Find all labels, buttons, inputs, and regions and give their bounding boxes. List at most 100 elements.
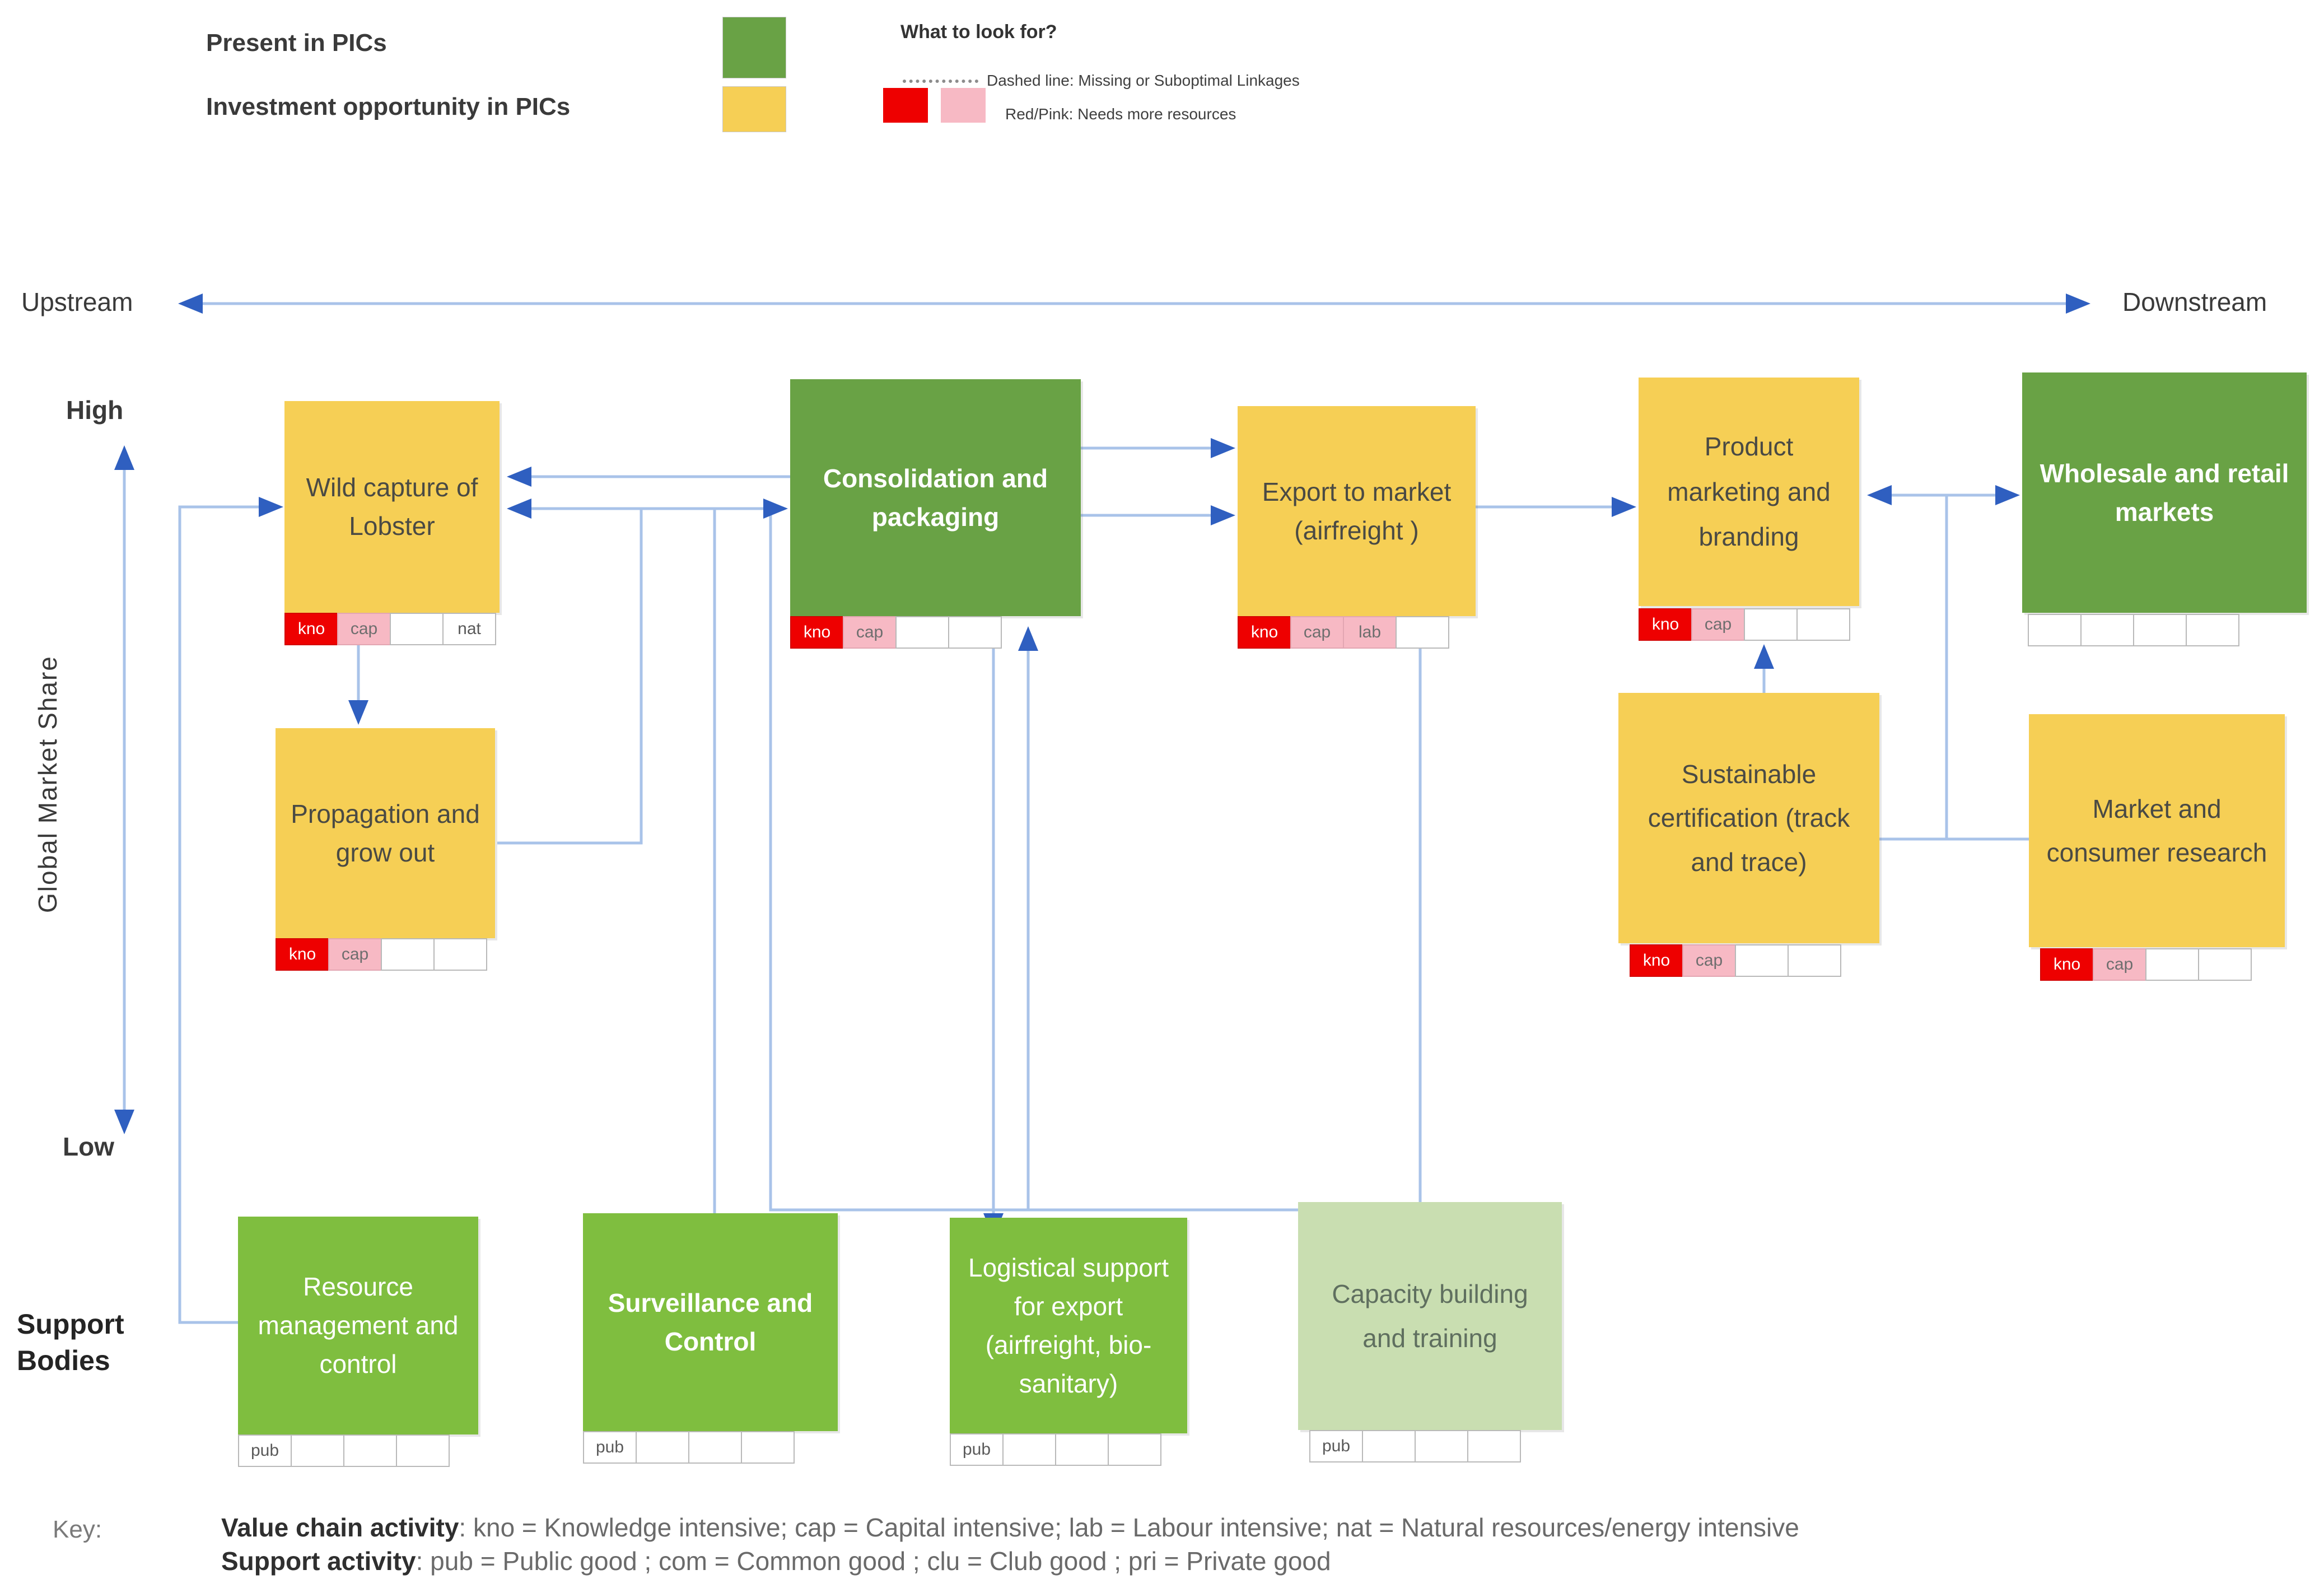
tagstrip-consolidation: kno cap [790, 616, 1002, 649]
legend-present-label: Present in PICs [206, 29, 387, 57]
low-label: Low [63, 1132, 114, 1161]
tagstrip-resource-mgmt: pub [238, 1434, 450, 1467]
node-capacity-building: Capacity building and training [1298, 1202, 1562, 1430]
tag-cell [688, 1431, 742, 1464]
key-support-line: Support activity: pub = Public good ; co… [221, 1546, 1331, 1576]
node-label: Capacity building and training [1332, 1279, 1528, 1353]
tag-cell [381, 938, 435, 971]
tag-cell: cap [337, 613, 391, 645]
present-swatch [722, 17, 786, 78]
tag-cell: pub [950, 1433, 1004, 1466]
tag-cell: cap [328, 938, 382, 971]
tag-cell: pub [1309, 1430, 1363, 1462]
global-market-share-label: Global Market Share [33, 655, 62, 913]
node-label: Wholesale and retail markets [2040, 458, 2289, 527]
tag-cell: kno [1639, 608, 1692, 641]
tag-cell: kno [2040, 948, 2094, 981]
tag-cell [1735, 944, 1789, 977]
tagstrip-capacity-building: pub [1309, 1430, 1521, 1462]
tagstrip-propagation: kno cap [276, 938, 487, 971]
key-support-bold: Support activity [221, 1547, 416, 1576]
node-wholesale: Wholesale and retail markets [2022, 372, 2307, 613]
tag-cell: cap [1691, 608, 1745, 641]
high-label: High [66, 395, 124, 425]
tag-cell [390, 613, 444, 645]
tag-cell [1108, 1433, 1161, 1466]
key-prefix: Key: [53, 1516, 102, 1543]
tag-cell: cap [1682, 944, 1736, 977]
node-consolidation: Consolidation and packaging [790, 379, 1081, 616]
key-value-chain-rest: : kno = Knowledge intensive; cap = Capit… [459, 1513, 1799, 1542]
tag-cell [895, 616, 949, 649]
dashed-line-label: Dashed line: Missing or Suboptimal Linka… [987, 72, 1300, 89]
tag-cell [433, 938, 487, 971]
tag-cell [741, 1431, 795, 1464]
what-to-look-for-title: What to look for? [900, 21, 1057, 43]
node-propagation: Propagation and grow out [276, 728, 495, 938]
tag-cell [1467, 1430, 1521, 1462]
tag-cell [2198, 948, 2252, 981]
tag-cell [2028, 614, 2082, 646]
tag-cell [1415, 1430, 1468, 1462]
tag-cell [1396, 616, 1449, 649]
node-label: Resource management and control [258, 1272, 459, 1378]
node-label: Export to market (airfreight ) [1262, 477, 1452, 545]
arrow-low-icon [114, 1110, 134, 1134]
node-resource-mgmt: Resource management and control [238, 1217, 478, 1434]
tag-cell [343, 1434, 397, 1467]
upstream-label: Upstream [21, 287, 133, 316]
node-label: Surveillance and Control [608, 1288, 813, 1356]
tag-cell: kno [1238, 616, 1291, 649]
tag-cell [1744, 608, 1798, 641]
legend-investment-label: Investment opportunity in PICs [206, 93, 571, 120]
key-value-chain-line: Value chain activity: kno = Knowledge in… [221, 1512, 1799, 1543]
tagstrip-sustainable-cert: kno cap [1630, 944, 1841, 977]
dashed-line-sample-icon [903, 80, 978, 83]
tag-cell [636, 1431, 689, 1464]
pink-swatch [941, 88, 986, 123]
tagstrip-logistical-support: pub [950, 1433, 1161, 1466]
tag-cell: cap [1290, 616, 1344, 649]
node-export: Export to market (airfreight ) [1238, 406, 1476, 616]
tag-cell: kno [790, 616, 844, 649]
tag-cell [2133, 614, 2187, 646]
tag-cell [2145, 948, 2199, 981]
tag-cell: cap [843, 616, 897, 649]
tag-cell: cap [2093, 948, 2146, 981]
tag-cell [2080, 614, 2134, 646]
downstream-label: Downstream [2122, 287, 2267, 316]
tag-cell: kno [276, 938, 329, 971]
tag-cell [291, 1434, 344, 1467]
tag-cell [1055, 1433, 1109, 1466]
tag-cell: pub [583, 1431, 637, 1464]
node-label: Logistical support for export (airfreigh… [968, 1252, 1169, 1398]
node-market-research: Market and consumer research [2029, 714, 2285, 947]
tag-cell: nat [442, 613, 496, 645]
tagstrip-market-research: kno cap [2040, 948, 2252, 981]
node-label: Market and consumer research [2046, 794, 2267, 867]
tagstrip-surveillance: pub [583, 1431, 795, 1464]
node-label: Sustainable certification (track and tra… [1648, 760, 1850, 877]
key-value-chain-bold: Value chain activity [221, 1513, 459, 1542]
tag-cell [1788, 944, 1841, 977]
red-swatch [883, 88, 928, 123]
tag-cell: pub [238, 1434, 292, 1467]
tag-cell: kno [284, 613, 338, 645]
redpink-label: Red/Pink: Needs more resources [1005, 105, 1236, 123]
tag-cell [1002, 1433, 1056, 1466]
tag-cell [396, 1434, 450, 1467]
arrow-high-icon [114, 445, 134, 470]
node-label: Product marketing and branding [1667, 432, 1831, 552]
node-label: Propagation and grow out [291, 799, 480, 867]
tag-cell [2186, 614, 2239, 646]
node-sustainable-cert: Sustainable certification (track and tra… [1618, 693, 1879, 943]
arrow-downstream-icon [2066, 294, 2090, 314]
node-wild-capture: Wild capture of Lobster [284, 401, 500, 613]
tag-cell [1796, 608, 1850, 641]
tagstrip-wild-capture: kno cap nat [284, 613, 496, 645]
key-support-rest: : pub = Public good ; com = Common good … [416, 1547, 1331, 1576]
tag-cell: lab [1343, 616, 1397, 649]
node-label: Consolidation and packaging [823, 463, 1048, 532]
